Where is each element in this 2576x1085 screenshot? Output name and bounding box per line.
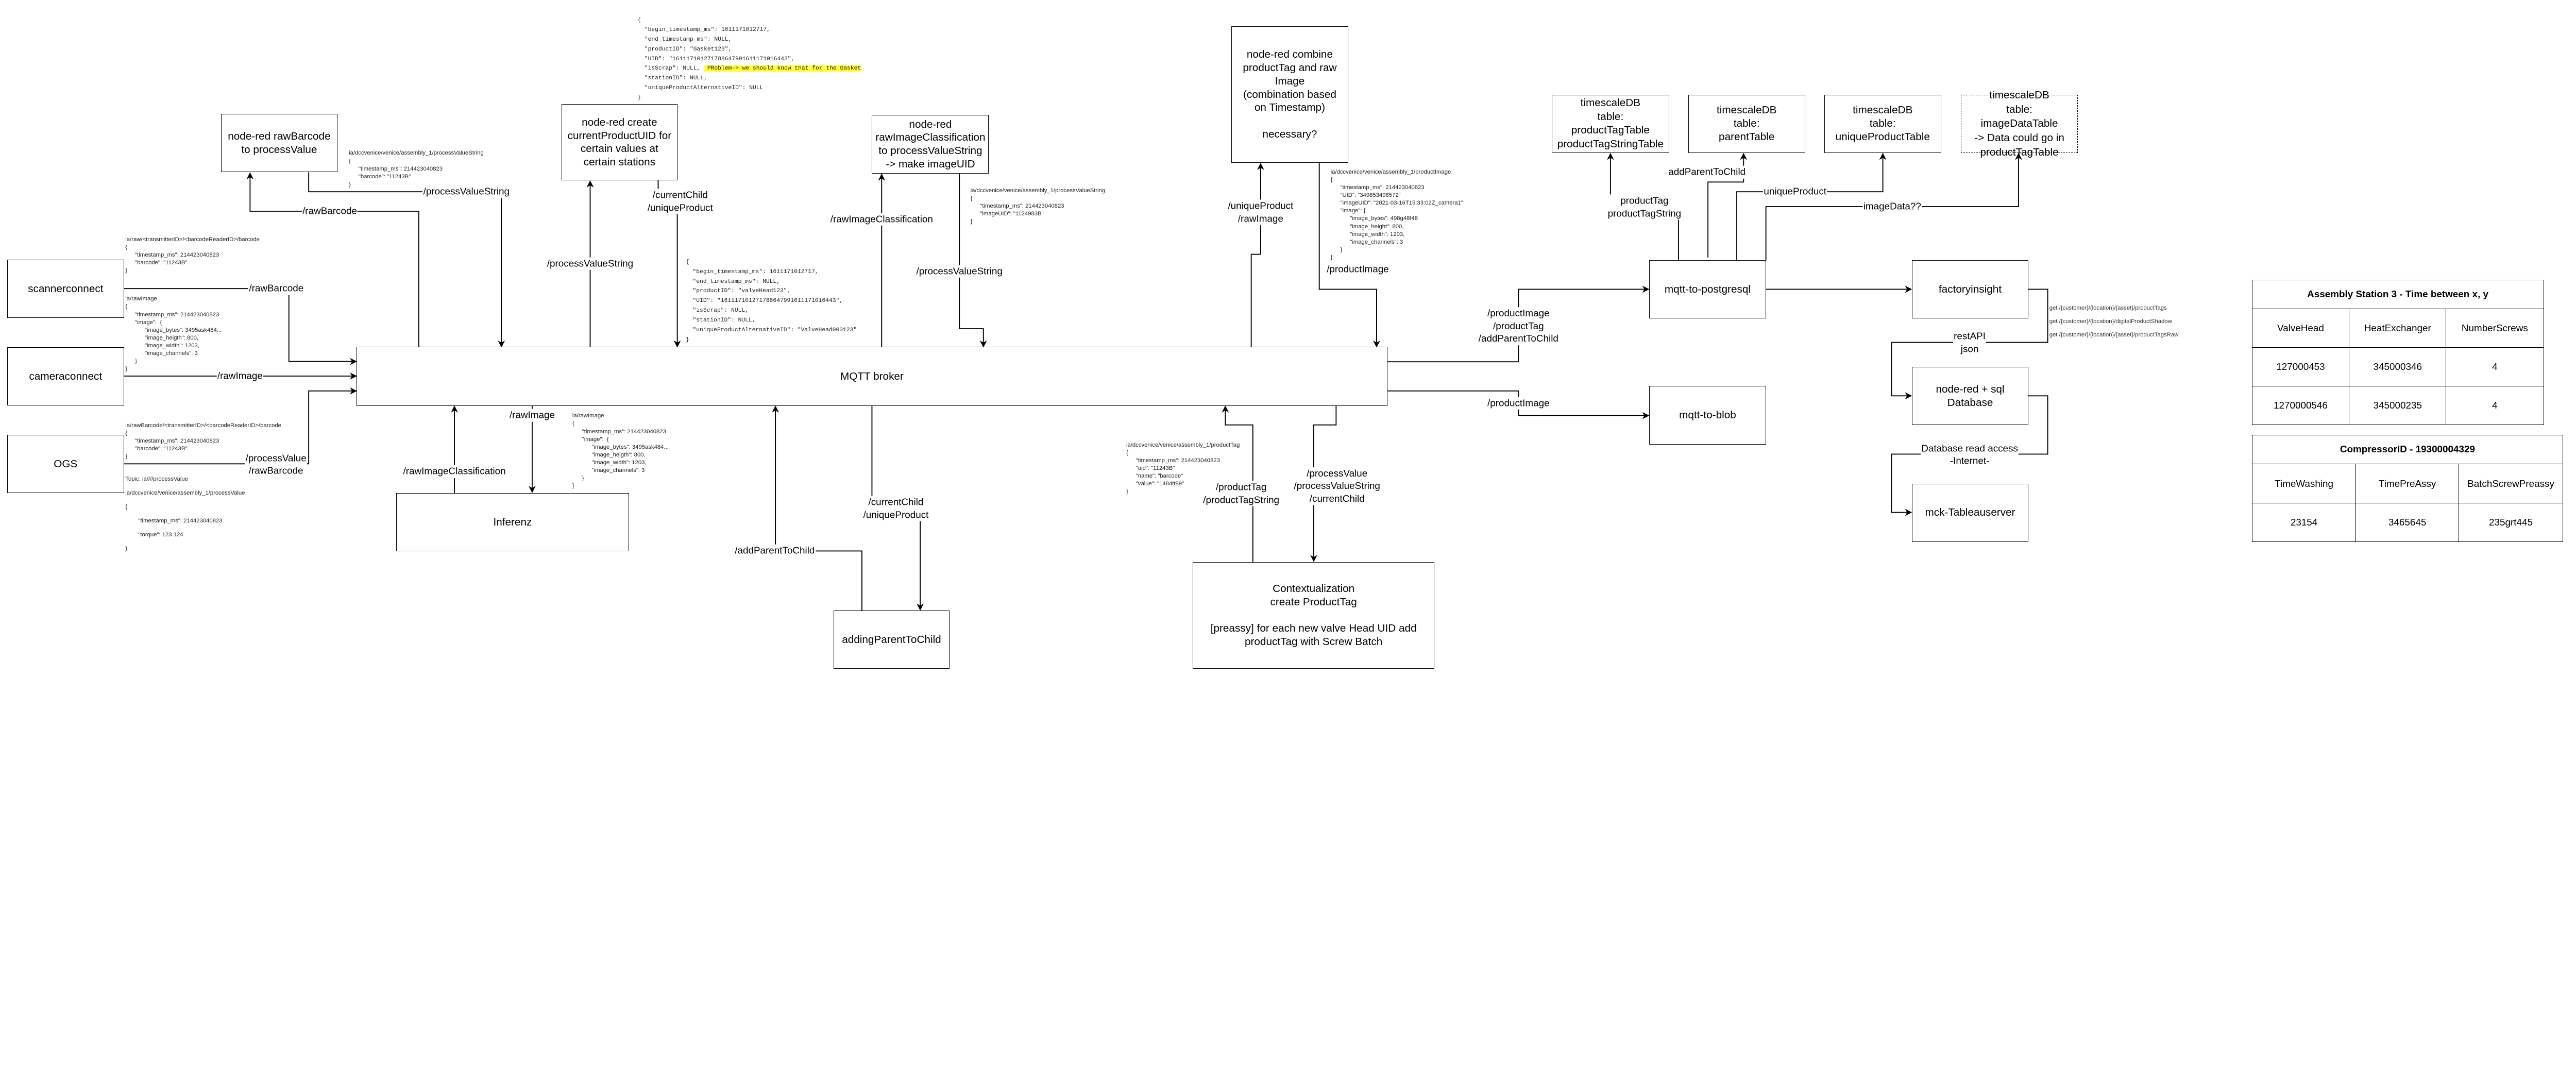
edge-label-to-rawimageclass: /rawImageClassification [829,213,934,226]
timescale-producttag-table: timescaleDB table: productTagTable produ… [1552,94,1669,153]
table-cell: 3465645 [2355,502,2459,542]
assembly-station-table: Assembly Station 3 - Time between x, y V… [2251,279,2544,426]
payload-ogs-topic: Topic: ia////processValue ia/dccvenice/v… [125,476,245,552]
inferenz-node: Inferenz [396,493,629,552]
wire-rawbarcode-to-nodered [246,172,419,347]
table-cell: 1270000546 [2251,386,2350,426]
payload-scanner-barcode: ia/raw/<transmitterID>/<barcodeReaderID>… [125,236,260,274]
wire-mqtt-to-combine [1250,163,1264,348]
api-endpoints: get /{customer}/{location}/{asset}/produ… [2049,304,2179,338]
table-cell: 345000235 [2349,386,2447,426]
edge-label-producttag-table: productTag productTagString [1607,194,1682,220]
nodered-combine-node: node-red combine productTag and raw Imag… [1231,26,1348,163]
edge-label-db-read-access: Database read access -Internet- [1921,442,2019,468]
factoryinsight-node: factoryinsight [1912,260,2028,318]
nodered-sql-database-node: node-red + sql Database [1912,367,2028,425]
architecture-diagram: ia/raw/<transmitterID>/<barcodeReaderID>… [7,15,2564,669]
edge-label-from-context: /productTag /productTagString [1202,481,1280,506]
payload-valvehead: { "begin_timestamp_ms": 1611171012717, "… [685,259,857,343]
edge-label-from-rawimageclass: /processValueString [916,265,1004,278]
compressor-table: CompressorID - 19300004329 TimeWashing T… [2251,434,2564,542]
column-header: ValveHead [2251,308,2350,348]
payload-ogs-barcode: ia/rawBarcode/<transmitterID>/<barcodeRe… [125,422,281,460]
column-header: HeatExchanger [2349,308,2447,348]
payload-camera-rawimage: ia/rawImage { "timestamp_ms": 2144230408… [125,296,222,372]
table-title: Assembly Station 3 - Time between x, y [2251,279,2544,309]
nodered-rawimageclassification-node: node-red rawImageClassification to proce… [872,115,989,174]
edge-label-to-create-uid: /processValueString [546,257,634,270]
wire-ogs-to-mqtt [124,387,357,465]
mqtt-broker-node: MQTT broker [356,347,1388,406]
timescale-parent-table: timescaleDB table: parentTable [1688,94,1805,153]
wire-adding-to-mqtt [772,405,862,611]
edge-label-unique-table: uniqueProduct [1763,185,1827,198]
payload-product-image: ia/dccvenice/venice/assembly_1/productIm… [1330,168,1463,261]
scannerconnect-node: scannerconnect [7,260,124,318]
tableauserver-node: mck-Tableauserver [1912,483,2028,542]
nodered-rawbarcode-node: node-red rawBarcode to processValue [221,114,338,173]
payload-gasket-part1: { "begin_timestamp_ms": 1611171012717, "… [637,17,795,72]
contextualization-node: Contextualization create ProductTag [pre… [1192,562,1435,669]
payload-inferenz-rawimage: ia/rawImage { "timestamp_ms": 2144230408… [572,413,669,489]
wire-rawimageclass-to-mqtt [959,173,987,348]
wire-combine-to-mqtt [1318,163,1380,348]
table-cell: 345000346 [2349,347,2447,387]
edge-label-to-inferenz: /rawImage [509,409,556,422]
cameraconnect-node: cameraconnect [7,347,124,406]
table-cell: 235grt445 [2458,502,2564,542]
edge-label-to-combine: /uniqueProduct /rawImage [1227,199,1294,225]
payload-product-tag: ia/dccvenice/venice/assembly_1/productTa… [1126,442,1240,495]
problem-note-highlight: PRoblem-> we should know that for the Ga… [704,65,861,72]
table-row: 1270000546 345000235 4 [2251,386,2544,426]
table-cell: 127000453 [2251,347,2350,387]
edge-label-parent-table: addParentToChild [1667,166,1747,179]
mqtt-to-blob-node: mqtt-to-blob [1649,386,1766,445]
edge-label-processvaluestring: /processValueString [422,185,511,198]
wire-nodered-to-mqtt-processvaluestring [308,172,505,348]
edge-label-to-context: /processValue /processValueString /curre… [1293,467,1381,505]
edge-label-imagedata: imageData?? [1862,200,1922,213]
wire-scanner-to-mqtt [124,288,357,365]
payload-processvaluestring: ia/dccvenice/venice/assembly_1/processVa… [349,150,484,188]
edge-label-ogs: /processValue /rawBarcode [245,452,307,478]
payload-gasket: { "begin_timestamp_ms": 1611171012717, "… [637,15,861,103]
edge-label-from-inferenz: /rawImageClassification [402,465,506,478]
payload-gasket-part2: "stationID": NULL, "uniqueProductAlterna… [637,75,764,101]
edge-label-from-create-uid: /currentChild /uniqueProduct [647,189,714,214]
ogs-node: OGS [7,434,124,494]
column-header: NumberScrews [2446,308,2544,348]
adding-parent-to-child-node: addingParentToChild [833,611,950,669]
table-row: 127000453 345000346 4 [2251,347,2544,387]
edge-label-restapi: restAPI json [1953,330,1987,355]
timescale-unique-product-table: timescaleDB table: uniqueProductTable [1824,94,1941,153]
edge-label-camera-rawimage: /rawImage [216,369,264,383]
table-row: 23154 3465645 235grt445 [2251,502,2564,542]
timescale-imagedata-table: timescaleDB table: imageDataTable -> Dat… [1961,89,2078,158]
table-cell: 4 [2446,347,2544,387]
column-header: BatchScrewPreassy [2458,464,2564,503]
edge-label-to-blob: /productImage [1486,397,1550,410]
mqtt-to-postgresql-node: mqtt-to-postgresql [1649,260,1766,318]
table-title: CompressorID - 19300004329 [2251,434,2564,465]
payload-image-uid: ia/dccvenice/venice/assembly_1/processVa… [970,187,1106,225]
edge-label-to-adding-parent: /currentChild /uniqueProduct [862,496,929,521]
edge-label-scanner-rawbarcode: /rawBarcode [248,282,304,295]
column-header: TimePreAssy [2355,464,2459,503]
edge-label-from-combine: /productImage [1326,263,1389,276]
edge-label-from-adding-parent: /addParentToChild [734,545,816,557]
edge-label-rawbarcode: /rawBarcode [301,205,358,218]
table-cell: 23154 [2251,502,2357,542]
edge-label-to-postgres: /productImage /productTag /addParentToCh… [1478,307,1560,345]
column-header: TimeWashing [2251,464,2357,503]
nodered-create-uid-node: node-red create currentProductUID for ce… [561,104,678,181]
table-cell: 4 [2446,386,2544,426]
